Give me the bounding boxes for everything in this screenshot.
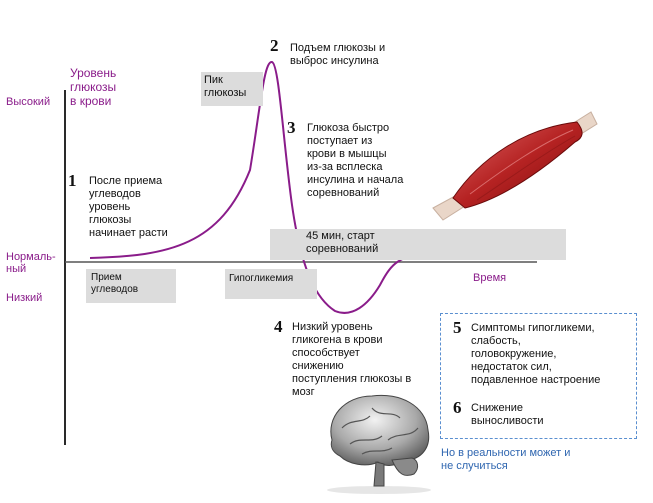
race-start-label: 45 мин, старт соревнований xyxy=(270,229,566,260)
level-high: Высокий xyxy=(6,96,51,108)
carbs-label: Прием углеводов xyxy=(86,269,176,303)
symptoms-box xyxy=(440,313,637,439)
level-normal: Нормаль- ный xyxy=(6,251,56,275)
peak-label: Пик глюкозы xyxy=(201,72,263,106)
step-5-text: Симптомы гипогликеми, слабость, головокр… xyxy=(471,322,601,386)
step-4-text: Низкий уровень гликогена в крови способс… xyxy=(292,321,412,398)
hypo-label: Гипогликемия xyxy=(225,269,317,299)
muscle-icon xyxy=(432,111,598,221)
y-axis-label: Уровень глюкозы в крови xyxy=(70,66,117,108)
step-6-number: 6 xyxy=(453,398,462,417)
step-1-number: 1 xyxy=(68,171,77,190)
step-3-number: 3 xyxy=(287,118,296,137)
step-6-text: Снижение выносливости xyxy=(471,402,544,427)
footnote: Но в реальности может и не случиться xyxy=(441,447,571,472)
step-2-number: 2 xyxy=(270,36,279,55)
step-2-text: Подъем глюкозы и выброс инсулина xyxy=(290,42,386,67)
level-low: Низкий xyxy=(6,292,43,304)
step-1-text: После приема углеводов уровень глюкозы н… xyxy=(89,175,168,239)
brain-icon xyxy=(327,394,431,494)
step-4-number: 4 xyxy=(274,317,283,336)
x-axis-label: Время xyxy=(473,272,507,284)
step-5-number: 5 xyxy=(453,318,462,337)
step-3-text: Глюкоза быстро поступает из крови в мышц… xyxy=(307,122,404,199)
